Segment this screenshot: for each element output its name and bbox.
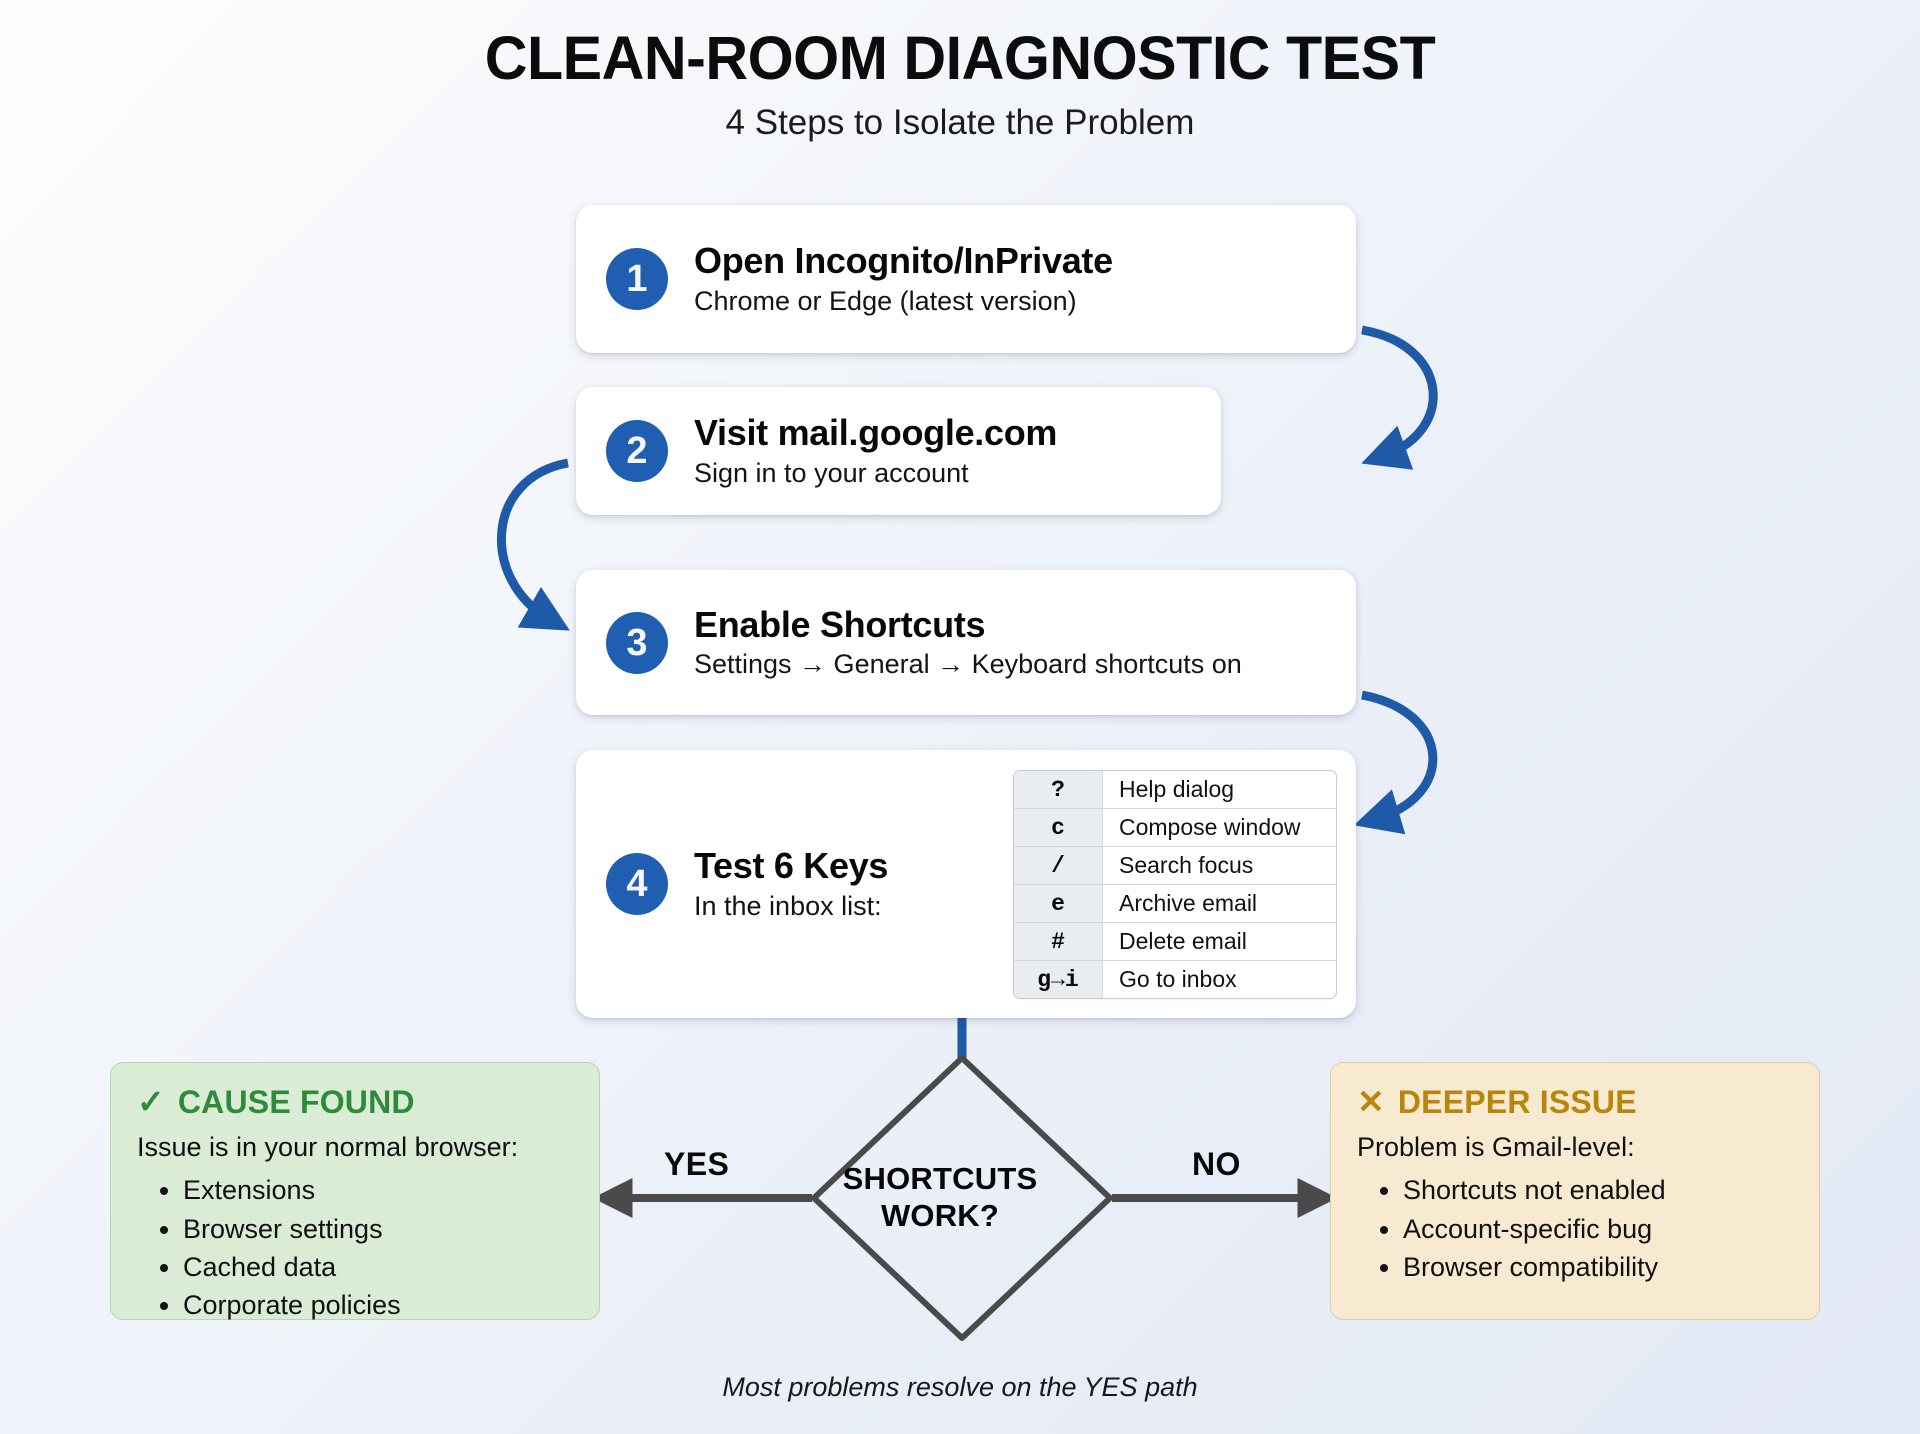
shortcut-key-table: ? Help dialog c Compose window / Search … <box>1013 770 1337 999</box>
outcome-heading-text-no: DEEPER ISSUE <box>1397 1084 1637 1120</box>
branch-label-no: NO <box>1192 1146 1241 1182</box>
shortcut-action: Compose window <box>1103 809 1336 846</box>
shortcut-action: Archive email <box>1103 885 1336 922</box>
table-row: e Archive email <box>1014 885 1336 923</box>
step-title-4: Test 6 Keys <box>694 845 889 887</box>
step-subtitle-3: Settings → General → Keyboard shortcuts … <box>694 649 1242 680</box>
branch-label-yes: YES <box>664 1146 730 1182</box>
outcome-subtitle-yes: Issue is in your normal browser: <box>137 1132 519 1163</box>
shortcut-action: Search focus <box>1103 847 1336 884</box>
list-item: Cached data <box>183 1248 573 1286</box>
list-item: Account-specific bug <box>1403 1210 1793 1248</box>
decision-line-1: SHORTCUTS <box>842 1161 1038 1196</box>
list-item: Browser compatibility <box>1403 1248 1793 1286</box>
shortcut-key: g→i <box>1014 961 1103 998</box>
shortcut-key: ? <box>1014 771 1103 808</box>
step-card-2[interactable]: 2 Visit mail.google.com Sign in to your … <box>576 387 1221 515</box>
step-badge-3: 3 <box>606 611 668 674</box>
arrow-step1-to-step2 <box>1361 325 1438 470</box>
outcome-subtitle-no: Problem is Gmail-level: <box>1357 1132 1635 1163</box>
outcome-list-yes: Extensions Browser settings Cached data … <box>137 1171 573 1324</box>
table-row: / Search focus <box>1014 847 1336 885</box>
page-header: CLEAN-ROOM DIAGNOSTIC TEST 4 Steps to Is… <box>0 26 1920 143</box>
table-row: g→i Go to inbox <box>1014 961 1336 998</box>
step-subtitle-1: Chrome or Edge (latest version) <box>694 285 1077 316</box>
page-title: CLEAN-ROOM DIAGNOSTIC TEST <box>484 24 1436 92</box>
arrow-step3-to-step4 <box>1353 690 1438 835</box>
list-item: Browser settings <box>183 1210 573 1248</box>
shortcut-action: Help dialog <box>1103 771 1336 808</box>
arrow-step2-to-step3 <box>496 458 570 631</box>
shortcut-key: c <box>1014 809 1103 846</box>
outcome-box-deeper-issue: ✕ DEEPER ISSUE Problem is Gmail-level: S… <box>1330 1062 1820 1320</box>
table-row: # Delete email <box>1014 923 1336 961</box>
step-title-1: Open Incognito/InPrivate <box>694 240 1113 282</box>
footer-note: Most problems resolve on the YES path <box>722 1372 1198 1402</box>
step-badge-2: 2 <box>606 420 668 482</box>
outcome-heading-text-yes: CAUSE FOUND <box>177 1084 415 1120</box>
outcome-heading-yes: ✓ CAUSE FOUND <box>137 1083 573 1120</box>
step-title-2: Visit mail.google.com <box>694 412 1058 454</box>
list-item: Corporate policies <box>183 1286 573 1324</box>
step-title-3: Enable Shortcuts <box>694 603 986 645</box>
outcome-heading-no: ✕ DEEPER ISSUE <box>1357 1083 1793 1120</box>
list-item: Extensions <box>183 1171 573 1209</box>
outcome-box-cause-found: ✓ CAUSE FOUND Issue is in your normal br… <box>110 1062 600 1320</box>
step-card-3[interactable]: 3 Enable Shortcuts Settings → General → … <box>576 570 1356 715</box>
shortcut-key: e <box>1014 885 1103 922</box>
step-subtitle-2: Sign in to your account <box>694 457 969 488</box>
decision-line-2: WORK? <box>880 1197 1000 1233</box>
decision-label: SHORTCUTS WORK? <box>790 1161 1090 1234</box>
step-subtitle-4: In the inbox list: <box>694 890 882 921</box>
page-subtitle: 4 Steps to Isolate the Problem <box>725 103 1195 143</box>
list-item: Shortcuts not enabled <box>1403 1171 1793 1209</box>
shortcut-action: Go to inbox <box>1103 961 1336 998</box>
table-row: c Compose window <box>1014 809 1336 847</box>
step-badge-4: 4 <box>606 853 668 915</box>
table-row: ? Help dialog <box>1014 771 1336 809</box>
shortcut-key: / <box>1014 847 1103 884</box>
outcome-list-no: Shortcuts not enabled Account-specific b… <box>1357 1171 1793 1286</box>
shortcut-key: # <box>1014 923 1103 960</box>
shortcut-action: Delete email <box>1103 923 1336 960</box>
check-icon: ✓ <box>137 1083 165 1120</box>
step-card-1[interactable]: 1 Open Incognito/InPrivate Chrome or Edg… <box>576 205 1356 353</box>
step-badge-1: 1 <box>606 248 668 310</box>
cross-icon: ✕ <box>1357 1083 1385 1120</box>
